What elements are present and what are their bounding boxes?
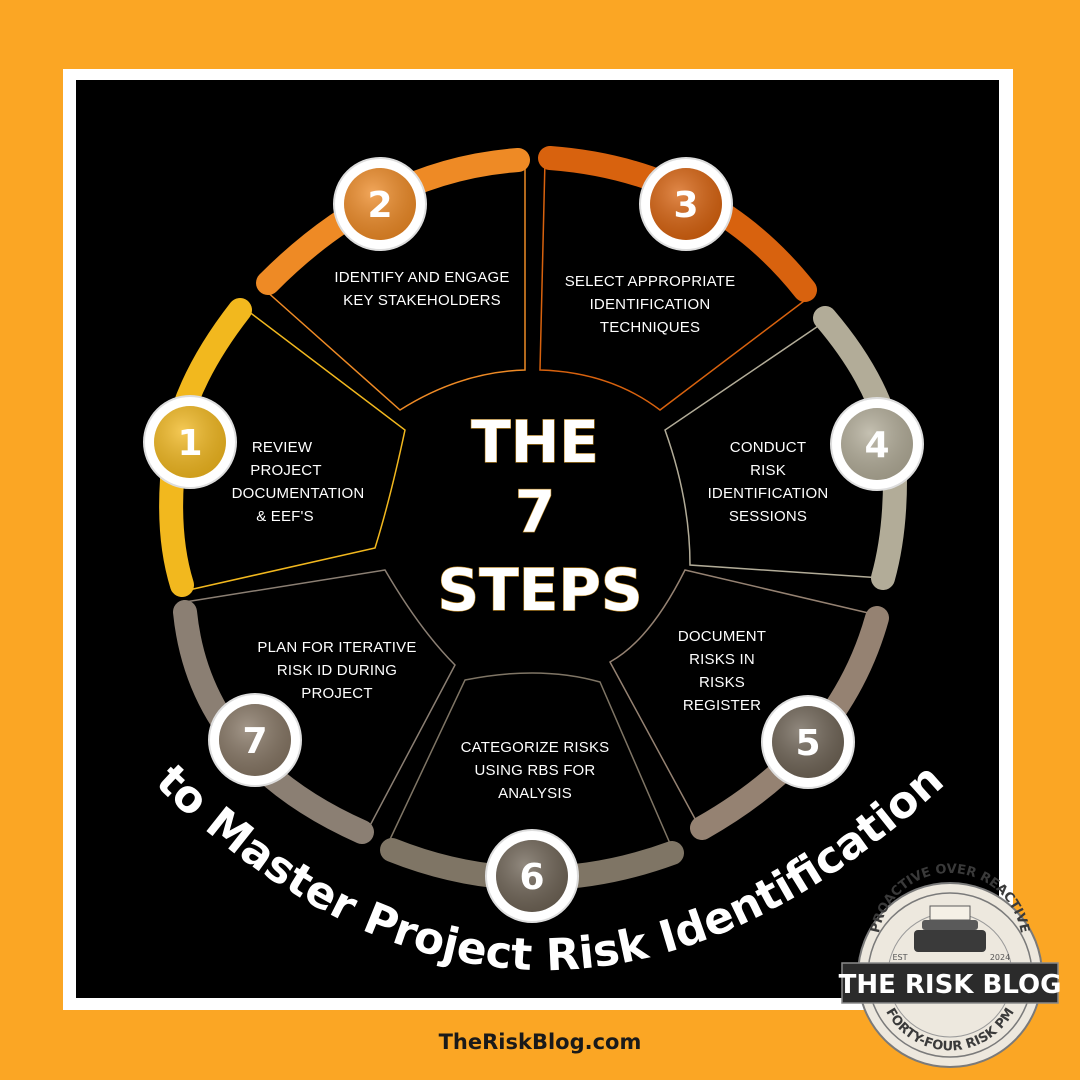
step-5-line: RISKS	[699, 674, 745, 691]
step-4-line: CONDUCT	[730, 439, 806, 456]
logo-banner	[841, 962, 1059, 1004]
step-4-line: RISK	[750, 462, 786, 479]
step-4-line: IDENTIFICATION	[708, 485, 829, 502]
step-5-line: REGISTER	[683, 697, 761, 714]
step-7-line: PLAN FOR ITERATIVE	[257, 639, 416, 656]
step-3-badge: 3	[639, 157, 733, 251]
center-title-line3: STEPS	[437, 556, 642, 624]
step-6-badge: 6	[485, 829, 579, 923]
step-1-number: 1	[177, 423, 202, 464]
segment-6-outline	[384, 672, 676, 856]
step-6-text: CATEGORIZE RISKS USING RBS FOR ANALYSIS	[461, 739, 610, 802]
step-2-line: IDENTIFY AND ENGAGE	[334, 269, 509, 286]
typewriter-icon	[914, 905, 986, 952]
step-1-line: DOCUMENTATION	[232, 485, 365, 502]
step-7-line: RISK ID DURING	[277, 662, 397, 679]
step-6-line: CATEGORIZE RISKS	[461, 739, 610, 756]
step-6-line: USING RBS FOR	[475, 762, 596, 779]
step-4-number: 4	[864, 425, 889, 466]
step-1-line: PROJECT	[250, 462, 321, 479]
step-3-line: SELECT APPROPRIATE	[565, 273, 736, 290]
logo-est: EST	[892, 953, 907, 962]
step-7-badge: 7	[208, 693, 302, 787]
step-2-text: IDENTIFY AND ENGAGE KEY STAKEHOLDERS	[334, 269, 509, 309]
step-1-line: & EEF'S	[256, 508, 314, 525]
segment-2-outline	[264, 160, 526, 411]
segment-5-outline	[608, 569, 878, 829]
step-6-number: 6	[519, 857, 544, 898]
step-1-text: REVIEW PROJECT DOCUMENTATION & EEF'S	[232, 439, 365, 525]
step-7-line: PROJECT	[301, 685, 372, 702]
step-3-number: 3	[673, 185, 698, 226]
segment-1-outline	[179, 304, 406, 593]
step-1-line: REVIEW	[252, 439, 313, 456]
step-5-text: DOCUMENT RISKS IN RISKS REGISTER	[678, 628, 766, 714]
step-5-number: 5	[795, 723, 820, 764]
step-2-line: KEY STAKEHOLDERS	[343, 292, 501, 309]
step-4-text: CONDUCT RISK IDENTIFICATION SESSIONS	[708, 439, 829, 525]
step-2-number: 2	[367, 185, 392, 226]
step-4-line: SESSIONS	[729, 508, 807, 525]
step-3-text: SELECT APPROPRIATE IDENTIFICATION TECHNI…	[565, 273, 736, 336]
the-risk-blog-logo: PROACTIVE OVER REACTIVE EST 2024 THE RIS…	[839, 862, 1062, 1068]
step-4-badge: 4	[830, 397, 924, 491]
step-5-line: RISKS IN	[689, 651, 755, 668]
step-5-badge: 5	[761, 695, 855, 789]
segment-4-outline	[664, 317, 883, 579]
footer-website[interactable]: TheRiskBlog.com	[438, 1030, 642, 1054]
step-2-badge: 2	[333, 157, 427, 251]
logo-year: 2024	[990, 953, 1010, 962]
step-7-text: PLAN FOR ITERATIVE RISK ID DURING PROJEC…	[257, 639, 416, 702]
step-6-line: ANALYSIS	[498, 785, 572, 802]
step-3-line: IDENTIFICATION	[590, 296, 711, 313]
step-7-number: 7	[242, 721, 267, 762]
logo-title: THE RISK BLOG	[839, 970, 1062, 1000]
center-title: THE 7 STEPS	[437, 407, 643, 624]
step-5-line: DOCUMENT	[678, 628, 766, 645]
step-3-line: TECHNIQUES	[600, 319, 700, 336]
segment-3-outline	[539, 159, 809, 411]
segment-7-outline	[184, 569, 456, 836]
step-1-badge: 1	[143, 395, 237, 489]
center-title-line1: THE	[471, 408, 599, 476]
center-title-line2: 7	[515, 478, 555, 546]
